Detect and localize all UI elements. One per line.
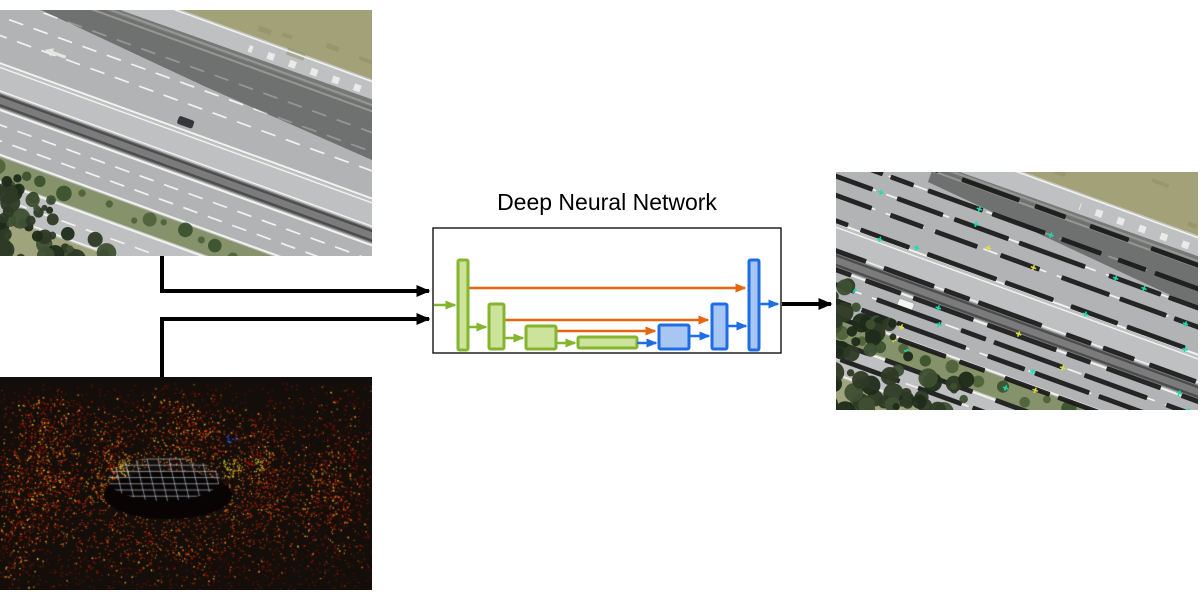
skip-connections [468, 283, 747, 336]
lane-detection-output-image [836, 172, 1198, 410]
highway-scene [836, 172, 1198, 410]
tree-clusters [836, 278, 975, 410]
dnn-box-border [432, 227, 782, 354]
dnn-title: Deep Neural Network [497, 189, 717, 215]
highway-scene [0, 10, 372, 256]
encoder-block-1 [456, 258, 470, 352]
encoder-block-3 [524, 324, 558, 351]
lidar-pointcloud-input-image [0, 377, 372, 590]
io-flow-arrows [160, 256, 833, 377]
tree-clusters [0, 174, 117, 256]
decoder-block-2 [710, 302, 729, 351]
decoder-block-3 [747, 258, 761, 352]
bottleneck-block [576, 335, 639, 350]
network-arrows [434, 299, 780, 348]
aerial-photo-input-image [0, 10, 372, 256]
aerial-to-dnn-arrow [160, 256, 431, 297]
dnn-box [432, 227, 782, 354]
lidar-to-dnn-arrow [160, 313, 431, 377]
encoder-block-2 [487, 302, 506, 351]
network-blocks [456, 258, 761, 352]
decoder-block-1 [657, 323, 691, 351]
